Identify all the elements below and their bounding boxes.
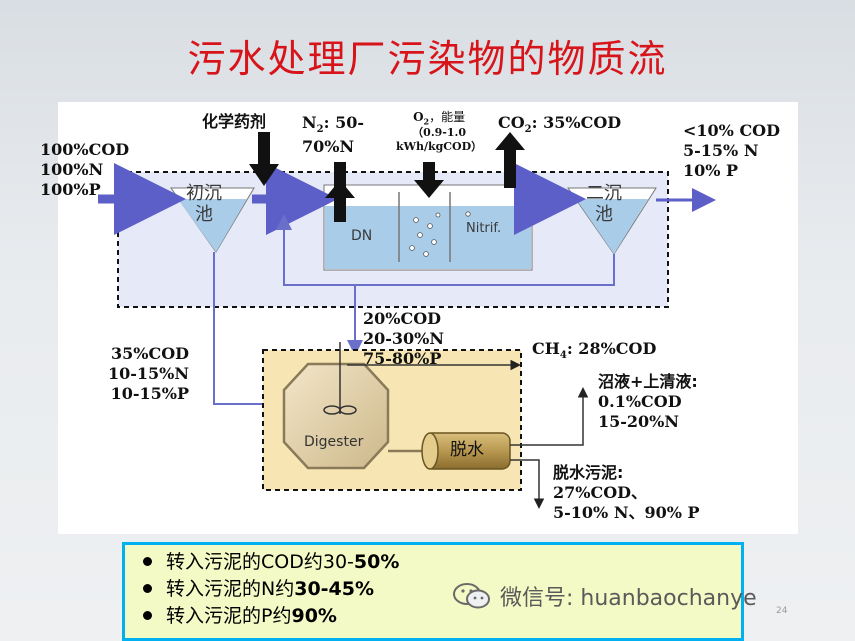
- n2-label: N2: 50- 70%N: [302, 113, 364, 157]
- summary-item: 转入污泥的COD约30-50%: [135, 549, 741, 576]
- secondary-clarifier-water: [576, 199, 648, 254]
- dewatered-sludge-label: 脱水污泥: 27%COD、 5-10% N、90% P: [553, 463, 700, 523]
- effluent-n: 5-15% N: [683, 141, 759, 160]
- o2-arrow: [414, 162, 444, 198]
- secondary-clarifier-label: 二沉 池: [586, 183, 622, 225]
- digester-tank: [282, 362, 390, 470]
- waste-sludge-n: 20-30%N: [363, 329, 444, 348]
- o2-label: O2，能量 （0.9-1.0 kWh/kgCOD）: [396, 110, 482, 154]
- waste-sludge-p: 75-80%P: [363, 349, 442, 368]
- dewatered-title: 脱水污泥:: [553, 463, 624, 482]
- o2-symbol: O: [413, 110, 424, 124]
- nitrif-label: Nitrif.: [466, 221, 502, 236]
- digestate-cod: 0.1%COD: [598, 392, 682, 411]
- n2-value: : 50-: [323, 113, 364, 132]
- digestate-label: 沼液+上清液: 0.1%COD 15-20%N: [598, 372, 698, 432]
- dewatered-np: 5-10% N、90% P: [553, 503, 700, 522]
- ch4-subscript: 4: [559, 350, 567, 362]
- primary-clarifier-label-line1: 初沉: [186, 183, 222, 204]
- aeration-bubbles: [409, 211, 471, 257]
- influent-cod: 100%COD: [40, 140, 130, 159]
- co2-value: : 35%COD: [531, 113, 622, 132]
- waste-sludge-cod: 20%COD: [363, 309, 442, 328]
- ch4-symbol: CH: [532, 339, 560, 358]
- o2-energy: ，能量: [429, 110, 466, 124]
- primary-clarifier-label: 初沉 池: [186, 183, 222, 225]
- summary-text: 转入污泥的P约: [166, 605, 292, 627]
- primary-sludge-cod: 35%COD: [110, 344, 189, 363]
- co2-arrow: [495, 132, 525, 188]
- primary-sludge-label: 35%COD 10-15%N 10-15%P: [108, 344, 189, 404]
- watermark-text: 微信号: huanbaochanye: [500, 586, 757, 611]
- dn-label: DN: [351, 228, 373, 244]
- summary-text: 转入污泥的N约: [166, 578, 295, 600]
- primary-clarifier-label-line2: 池: [195, 203, 213, 225]
- page-title: 污水处理厂污染物的物质流: [187, 37, 668, 81]
- summary-bold: 30-45%: [294, 578, 375, 600]
- effluent-cod: <10% COD: [683, 121, 780, 140]
- page-number: 24: [776, 606, 788, 616]
- summary-bold: 90%: [291, 605, 337, 627]
- secondary-clarifier-label-line1: 二沉: [586, 183, 622, 204]
- bullet-icon: [143, 610, 152, 620]
- influent-n: 100%N: [40, 160, 104, 179]
- dewatering-unit-end: [421, 432, 439, 470]
- influent-label: 100%COD 100%N 100%P: [40, 140, 129, 200]
- bullet-icon: [143, 556, 152, 566]
- aeration-basin-water: [325, 206, 531, 269]
- summary-item: 转入污泥的N约30-45%: [135, 576, 741, 603]
- process-diagram: 初沉 池 二沉 池 DN Nitrif. Digester 脱水: [58, 102, 798, 534]
- wechat-watermark: 微信号: huanbaochanye: [452, 580, 757, 612]
- ch4-pipe: [347, 359, 521, 371]
- digestate-title: 沼液+上清液:: [598, 372, 698, 391]
- digestate-pipe: [510, 387, 589, 446]
- digestate-n: 15-20%N: [598, 412, 679, 431]
- waste-sludge-label: 20%COD 20-30%N 75-80%P: [363, 309, 444, 369]
- secondary-clarifier-label-line2: 池: [595, 203, 613, 225]
- dewatered-sludge-pipe: [510, 459, 545, 509]
- n2-symbol: N: [302, 113, 317, 132]
- o2-energy-unit: kWh/kgCOD）: [396, 140, 483, 154]
- n2-value-line2: 70%N: [302, 136, 355, 156]
- effluent-label: <10% COD 5-15% N 10% P: [683, 121, 780, 181]
- return-sludge-pipe: [276, 214, 615, 286]
- o2-energy-range: （0.9-1.0: [412, 126, 467, 140]
- primary-sludge-p: 10-15%P: [110, 384, 189, 403]
- co2-subscript: 2: [524, 124, 532, 136]
- summary-box: 转入污泥的COD约30-50% 转入污泥的N约30-45% 转入污泥的P约90%: [122, 542, 744, 641]
- dewatering-label: 脱水: [450, 440, 484, 460]
- effluent-p: 10% P: [683, 161, 739, 180]
- mixer-blade-right: [339, 405, 357, 415]
- primary-sludge-n: 10-15%N: [108, 364, 189, 383]
- co2-label: CO2: 35%COD: [498, 113, 621, 137]
- ch4-value: : 28%COD: [566, 339, 657, 358]
- digester-label: Digester: [304, 434, 364, 450]
- ch4-label: CH4: 28%COD: [532, 339, 656, 363]
- n2-subscript: 2: [316, 124, 324, 136]
- chemicals-label: 化学药剂: [202, 112, 267, 131]
- o2-subscript: 2: [423, 116, 430, 127]
- summary-bold: 50%: [353, 551, 400, 573]
- summary-text: 转入污泥的COD约30-: [166, 551, 354, 573]
- summary-item: 转入污泥的P约90%: [135, 603, 741, 630]
- bullet-icon: [143, 583, 152, 593]
- flow-diagram-svg: [98, 132, 716, 509]
- dewatered-cod: 27%COD、: [553, 483, 648, 502]
- influent-p: 100%P: [40, 180, 101, 199]
- chemicals-arrow: [249, 132, 279, 186]
- wechat-icon: [453, 583, 490, 609]
- n2-arrow-shaft: [334, 162, 346, 222]
- co2-symbol: CO: [498, 113, 525, 132]
- primary-clarifier-water: [178, 199, 247, 252]
